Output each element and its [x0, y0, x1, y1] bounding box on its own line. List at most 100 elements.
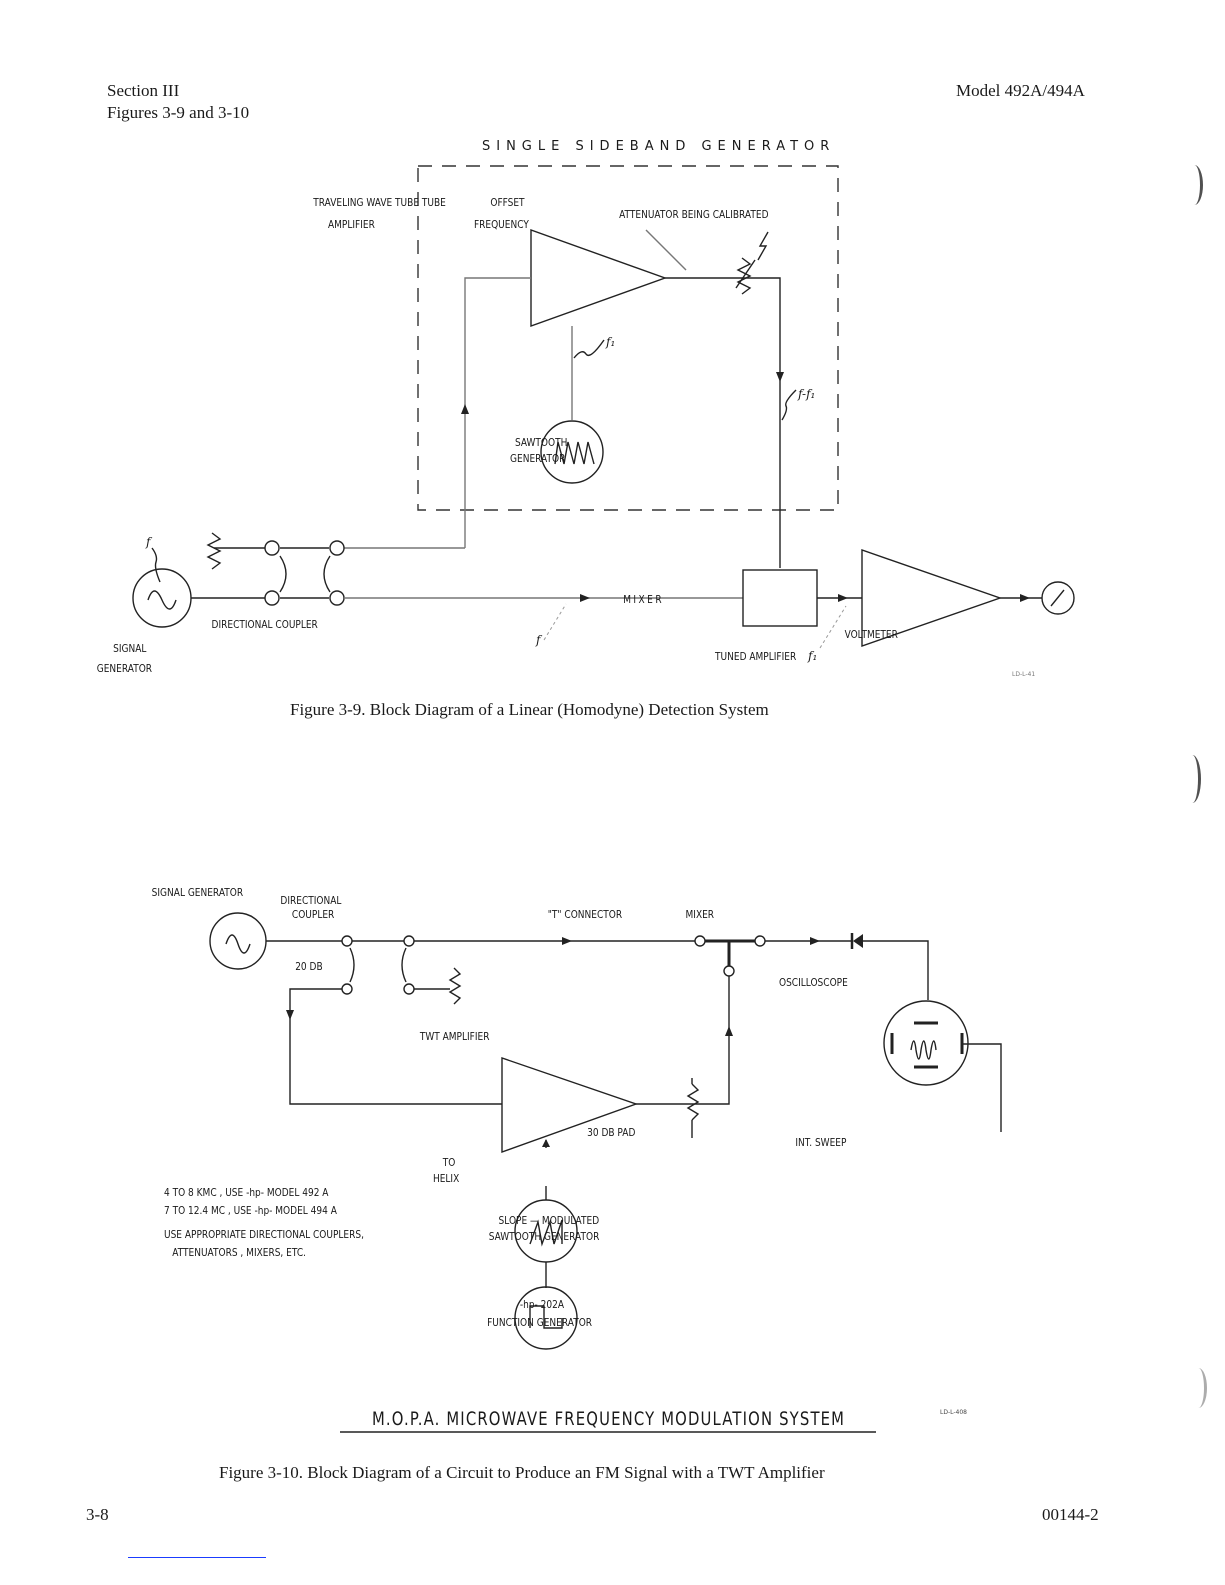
coupler-port: [264, 590, 280, 606]
tuned-amplifier-symbol: [861, 549, 1003, 647]
termination-resistor-icon: [206, 532, 222, 570]
mixer-output-line: [863, 940, 929, 1000]
dir-coupler-line1: DIRECTIONAL: [280, 895, 341, 907]
termination-resistor-icon: [448, 967, 462, 1005]
f1-label-mixer-output: f₁: [807, 649, 817, 663]
coupler-port: [329, 590, 345, 606]
arrow-icon: [725, 1026, 733, 1036]
t-connector-port: [694, 935, 706, 947]
figure-3-9-caption: Figure 3-9. Block Diagram of a Linear (H…: [290, 700, 769, 719]
arrow-icon: [580, 594, 590, 602]
sine-wave-icon: [225, 934, 251, 954]
binding-hole-mark: [1186, 165, 1203, 205]
twt-label-line1: TRAVELING WAVE TUBE TUBE: [312, 197, 446, 209]
sawtooth-label-line1: SAWTOOTH: [515, 437, 567, 449]
attenuator-arrow: [735, 259, 756, 289]
binding-hole-mark: [1184, 755, 1201, 803]
model-label: Model 492A/494A: [956, 81, 1085, 100]
f1-pointer: [819, 605, 847, 649]
tuned-amplifier-label: TUNED AMPLIFIER: [714, 651, 796, 663]
signal-generator-symbol: [132, 568, 192, 628]
sweep-line: [962, 1043, 1002, 1132]
arrow-icon: [562, 937, 572, 945]
mixer-block: [742, 569, 818, 627]
function-gen-line2: FUNCTION GENERATOR: [487, 1317, 592, 1329]
waveform-icon: [910, 1040, 937, 1060]
note-line: USE APPROPRIATE DIRECTIONAL COUPLERS,: [164, 1229, 364, 1241]
coupling-arrow: [401, 947, 407, 983]
twt-amplifier-symbol: [530, 229, 668, 327]
int-sweep-label: INT. SWEEP: [795, 1137, 846, 1149]
twt-input-line: [464, 277, 531, 548]
ssb-generator-boundary: [417, 165, 839, 511]
dir-coupler-line2: COUPLER: [292, 909, 334, 921]
note-line: 7 TO 12.4 MC , USE -hp- MODEL 494 A: [164, 1205, 337, 1217]
pad-output-line: [692, 976, 730, 1105]
signal-generator-symbol: [209, 912, 267, 970]
f-minus-f1-label: f-f₁: [797, 387, 815, 401]
twt-label-line2: AMPLIFIER: [328, 219, 375, 231]
twt-output-line: [665, 277, 781, 568]
f-label-mixer-input: f: [535, 633, 543, 647]
mixer-label: MIXER: [686, 909, 715, 921]
figures-label: Figures 3-9 and 3-10: [107, 103, 250, 122]
signal-generator-line2: GENERATOR: [97, 663, 152, 675]
arrow-icon: [810, 937, 820, 945]
arrow-icon: [1020, 594, 1030, 602]
to-helix-line1: TO: [442, 1157, 456, 1169]
voltmeter-label: VOLTMETER: [845, 629, 898, 641]
figure-3-10-diagram: SIGNAL GENERATOR DIRECTIONAL COUPLER 20 …: [152, 887, 1002, 1433]
slope-label-line1: SLOPE — MODULATED: [499, 1215, 600, 1227]
coupler-port: [341, 935, 353, 947]
attenuator-resistor-icon: [736, 257, 752, 295]
f1-pointer: [573, 339, 605, 359]
drawing-code: LD-L-408: [940, 1409, 967, 1416]
f-label: f: [145, 535, 153, 549]
offset-pointer: [645, 229, 687, 271]
section-label: Section III: [107, 81, 180, 100]
attenuator-label: ATTENUATOR BEING CALIBRATED: [619, 209, 769, 221]
coupler-port: [341, 983, 353, 995]
coupler-port: [403, 983, 415, 995]
arrow-icon: [838, 594, 848, 602]
coupling-arrow: [349, 947, 355, 983]
directional-coupler-label: DIRECTIONAL COUPLER: [212, 619, 318, 631]
function-generator-symbol: [514, 1286, 578, 1350]
arrow-icon: [542, 1139, 550, 1147]
function-gen-line1: -hp- 202A: [520, 1299, 564, 1311]
pad-label: 30 DB PAD: [587, 1127, 636, 1139]
footer-link-underline: [128, 1557, 266, 1558]
voltmeter-symbol: [1041, 581, 1075, 615]
f-pointer: [151, 547, 161, 583]
document-number: 00144-2: [1042, 1505, 1099, 1524]
signal-generator-label: SIGNAL GENERATOR: [152, 887, 243, 899]
page-number: 3-8: [86, 1505, 109, 1524]
binding-hole-mark: [1190, 1368, 1207, 1408]
t-connector-label: "T" CONNECTOR: [548, 909, 622, 921]
coupler-port: [329, 540, 345, 556]
feed-line: [289, 988, 502, 1105]
coupling-arrow: [323, 555, 331, 593]
sawtooth-generator-symbol: [540, 420, 604, 484]
sawtooth-label-line2: GENERATOR: [510, 453, 565, 465]
to-helix-line2: HELIX: [433, 1173, 459, 1185]
offset-frequency-line2: FREQUENCY: [474, 219, 530, 231]
note-line: ATTENUATORS , MIXERS, ETC.: [172, 1247, 306, 1259]
signal-generator-line1: SIGNAL: [113, 643, 147, 655]
ssb-generator-title: SINGLE SIDEBAND GENERATOR: [482, 139, 835, 154]
t-connector-port: [723, 965, 735, 977]
twt-amplifier-symbol: [501, 1057, 639, 1153]
f-pointer: [543, 603, 567, 641]
figure-3-9-diagram: SINGLE SIDEBAND GENERATOR TRAVELING WAVE…: [97, 139, 1075, 678]
sawtooth-wave-icon: [554, 441, 595, 465]
meter-needle-icon: [1050, 589, 1065, 607]
f-minus-f1-pointer: [781, 389, 797, 421]
figure-3-10-caption: Figure 3-10. Block Diagram of a Circuit …: [219, 1463, 825, 1482]
coupler-port: [403, 935, 415, 947]
oscilloscope-label: OSCILLOSCOPE: [779, 977, 848, 989]
twt-amplifier-label: TWT AMPLIFIER: [419, 1031, 490, 1043]
drawing-code: LD-L-41: [1012, 671, 1035, 678]
note-line: 4 TO 8 KMC , USE -hp- MODEL 492 A: [164, 1187, 329, 1199]
diode-icon: [853, 934, 863, 948]
sawtooth-wave-icon: [529, 1219, 563, 1247]
